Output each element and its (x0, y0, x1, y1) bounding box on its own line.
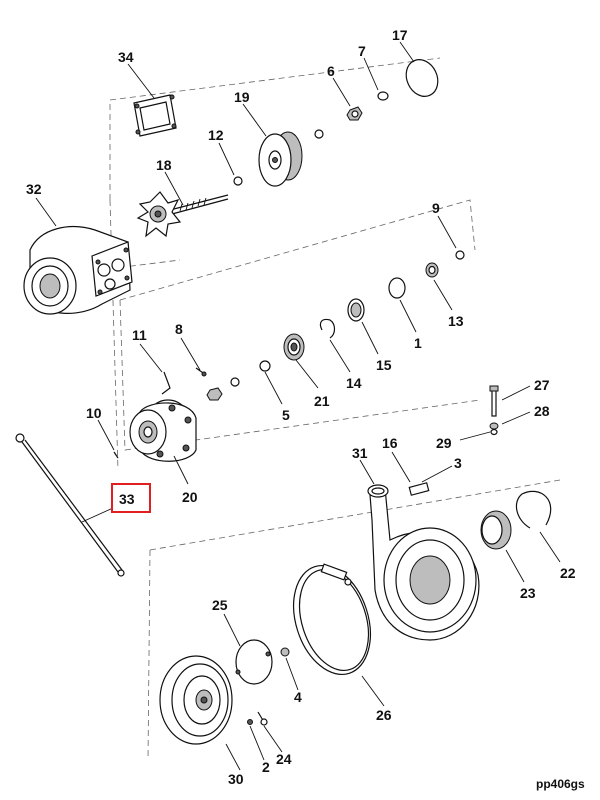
turbine-housing-part (23, 226, 133, 315)
callout-10[interactable]: 10 (86, 405, 102, 421)
shaft-and-wheel-part (136, 191, 229, 238)
callout-19[interactable]: 19 (234, 89, 250, 105)
leader-lines (35, 41, 561, 771)
washer-9-part (455, 250, 465, 260)
callout-18[interactable]: 18 (156, 157, 172, 173)
ring-small-a (230, 377, 240, 387)
callout-9[interactable]: 9 (432, 200, 440, 216)
callout-16[interactable]: 16 (382, 435, 398, 451)
washer-29-part (490, 428, 498, 436)
callout-28[interactable]: 28 (534, 403, 550, 419)
callout-24[interactable]: 24 (276, 751, 292, 767)
figure-code: pp406gs (536, 777, 585, 791)
nut-4-part (280, 647, 290, 657)
callout-13[interactable]: 13 (448, 313, 464, 329)
plate-16-part (408, 482, 430, 496)
callout-17[interactable]: 17 (392, 27, 408, 43)
v-band-clamp-part (293, 563, 371, 676)
small-ring-part (377, 91, 389, 101)
highlight-box (111, 483, 151, 513)
callout-22[interactable]: 22 (560, 565, 576, 581)
callout-27[interactable]: 27 (534, 377, 550, 393)
seal-plate-part (235, 639, 273, 685)
callout-31[interactable]: 31 (352, 445, 368, 461)
spacer-ring-part (314, 129, 324, 139)
callout-30[interactable]: 30 (228, 771, 244, 787)
drain-tube-part (15, 433, 125, 577)
nut-28-part (489, 422, 499, 430)
callout-11[interactable]: 11 (132, 327, 147, 343)
callout-5[interactable]: 5 (282, 407, 290, 423)
bolt-27-part (489, 385, 499, 417)
washer-5-part (259, 360, 271, 372)
washer-2-part (247, 719, 253, 725)
callout-25[interactable]: 25 (212, 597, 228, 613)
o-ring-small-12 (233, 176, 243, 186)
retaining-ring-14-part (319, 318, 336, 339)
callout-15[interactable]: 15 (376, 357, 392, 373)
insert-23-part (480, 510, 512, 550)
thrust-collar-part (258, 131, 303, 187)
callout-33[interactable]: 33 (119, 491, 135, 507)
callout-4[interactable]: 4 (294, 689, 302, 705)
callout-14[interactable]: 14 (346, 375, 362, 391)
callout-20[interactable]: 20 (182, 489, 198, 505)
callout-7[interactable]: 7 (358, 43, 366, 59)
screw-8-part (195, 367, 207, 377)
callout-29[interactable]: 29 (436, 435, 452, 451)
bearing-housing-part (129, 399, 197, 462)
callout-1[interactable]: 1 (414, 335, 422, 351)
bolt-24-part (257, 711, 268, 726)
backplate-part (159, 655, 233, 745)
bearing-21-part (283, 333, 305, 361)
callout-8[interactable]: 8 (175, 321, 183, 337)
callout-26[interactable]: 26 (376, 707, 392, 723)
insert-15-part (347, 298, 365, 322)
callout-34[interactable]: 34 (118, 49, 134, 65)
compressor-housing-part (367, 484, 480, 641)
seal-13-part (425, 262, 439, 278)
callout-21[interactable]: 21 (314, 393, 330, 409)
callout-labels: 34 17 7 6 19 12 18 32 9 13 1 15 14 21 5 … (26, 27, 576, 787)
pin-10-part (113, 451, 119, 459)
nut-part (346, 106, 363, 121)
o-ring-part (405, 59, 439, 97)
callout-3[interactable]: 3 (454, 455, 462, 471)
clip-11-part (161, 371, 171, 395)
callout-2[interactable]: 2 (262, 759, 270, 775)
retaining-ring-22-part (515, 490, 552, 529)
callout-23[interactable]: 23 (520, 585, 536, 601)
nut-small-part (206, 387, 223, 401)
callout-32[interactable]: 32 (26, 181, 42, 197)
gasket-part (133, 94, 177, 137)
callout-12[interactable]: 12 (208, 127, 224, 143)
callout-6[interactable]: 6 (327, 63, 335, 79)
o-ring-1-part (388, 277, 406, 299)
